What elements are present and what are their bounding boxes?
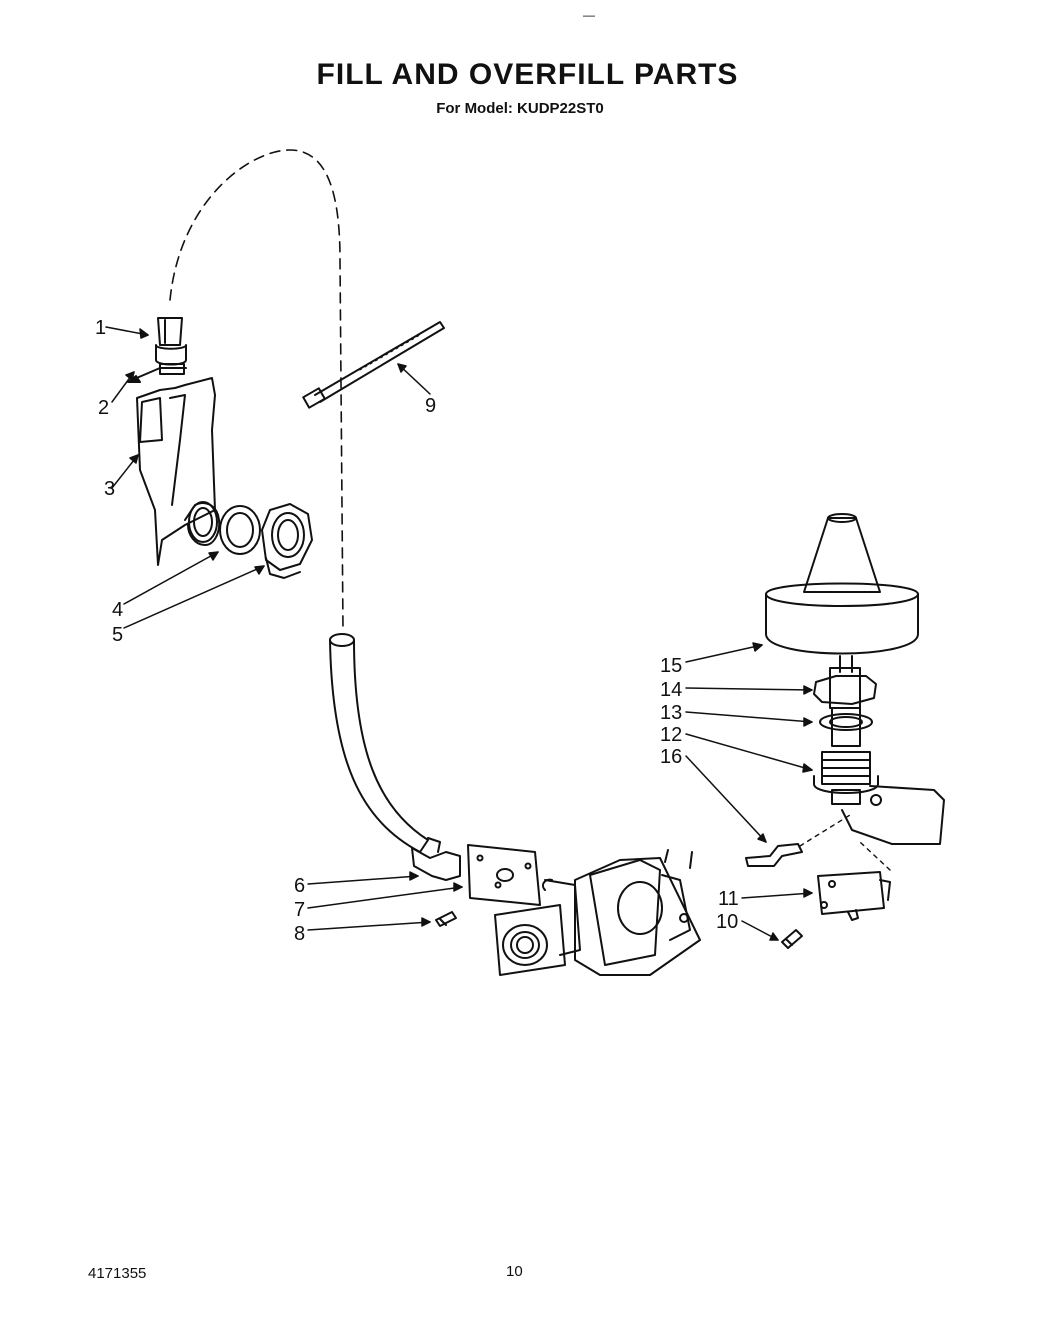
part-15-float	[765, 513, 919, 673]
callout-6: 6	[294, 875, 305, 897]
part-5-hex-nut	[261, 503, 313, 579]
model-subtitle: For Model: KUDP22ST0	[436, 100, 604, 117]
page-number: 10	[506, 1263, 523, 1280]
part-14-nut	[813, 667, 877, 709]
page-title: FILL AND OVERFILL PARTS	[316, 58, 739, 91]
callout-8: 8	[294, 923, 305, 945]
part-3-fill-funnel	[136, 377, 221, 566]
callout-10: 10	[716, 911, 738, 933]
callout-16: 16	[660, 746, 682, 768]
callout-13: 13	[660, 702, 682, 724]
part-2-cable-tie	[127, 363, 187, 383]
document-number: 4171355	[88, 1265, 147, 1282]
part-16-actuator	[745, 814, 851, 867]
part-11-micro-switch	[817, 841, 891, 921]
callout-leader-lines	[105, 326, 813, 941]
callout-2: 2	[98, 397, 109, 419]
callout-5: 5	[112, 624, 123, 646]
callout-12: 12	[660, 724, 682, 746]
part-1-vent-hose-end	[155, 317, 187, 366]
part-9-cable-tie	[302, 321, 445, 409]
callout-7: 7	[294, 899, 305, 921]
callout-11: 11	[718, 888, 739, 910]
part-12-switch-stem	[813, 751, 945, 845]
part-13-washer	[819, 707, 873, 747]
callout-3: 3	[104, 478, 115, 500]
callout-9: 9	[425, 395, 436, 417]
top-dash-mark: —	[583, 8, 595, 22]
part-10-screw	[781, 929, 803, 949]
part-4-gasket	[219, 505, 261, 555]
callout-14: 14	[660, 679, 682, 701]
callout-4: 4	[112, 599, 123, 621]
part-6-fill-hose	[329, 633, 461, 881]
part-8-screw	[435, 911, 457, 927]
fill-valve-assembly	[494, 849, 701, 976]
callout-1: 1	[95, 317, 106, 339]
callout-15: 15	[660, 655, 682, 677]
part-7-bracket	[467, 844, 541, 906]
hose-route-dashed-line	[169, 149, 344, 631]
